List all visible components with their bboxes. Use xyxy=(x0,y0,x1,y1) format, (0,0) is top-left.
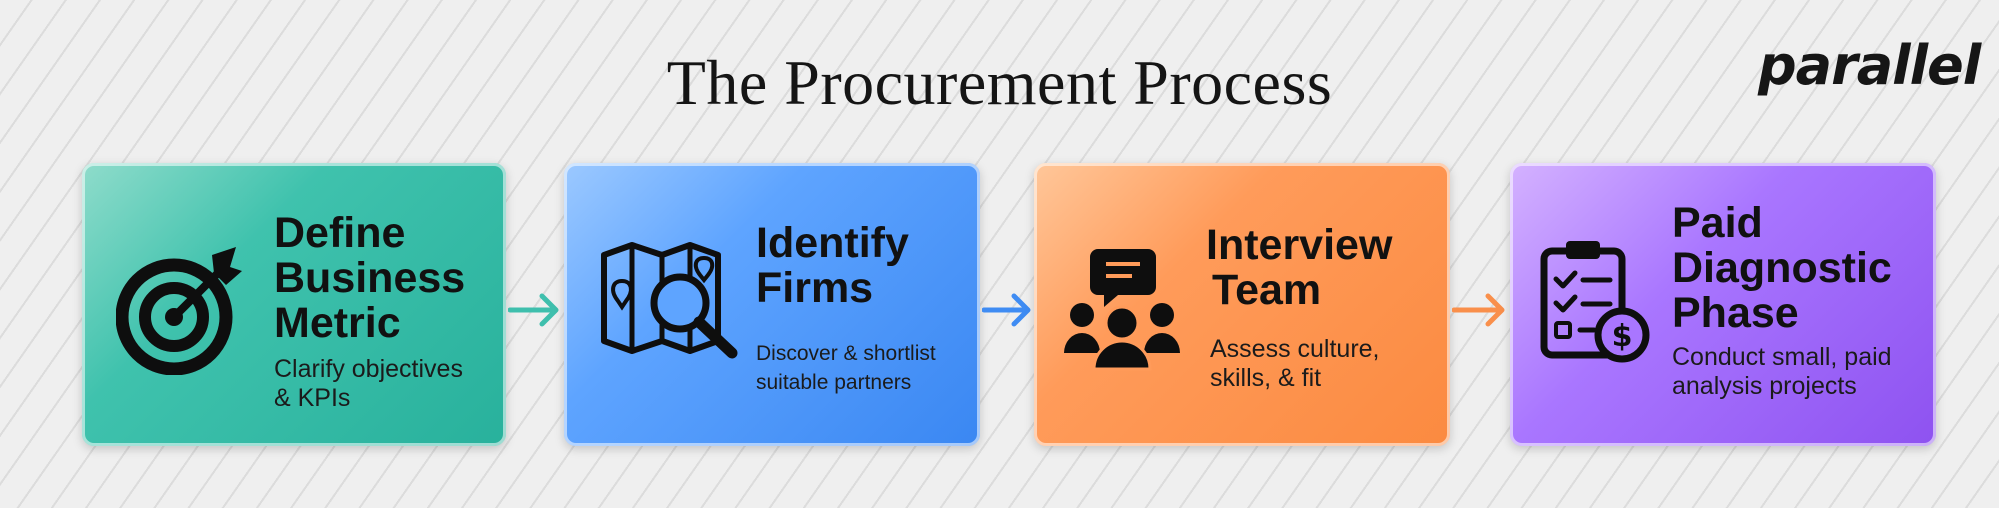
target-icon xyxy=(116,247,242,375)
team-chat-icon xyxy=(1064,249,1180,371)
svg-text:$: $ xyxy=(1612,319,1633,354)
brand-logo: parallel xyxy=(1758,34,1981,97)
arrow-right-icon xyxy=(1452,293,1505,327)
map-search-icon xyxy=(601,242,738,359)
arrow-right-icon xyxy=(982,293,1031,327)
arrow-right-icon xyxy=(508,293,559,327)
step-description: Assess culture,skills, & fit xyxy=(1210,335,1380,392)
step-description: Clarify objectives& KPIs xyxy=(274,355,463,412)
page-title: The Procurement Process xyxy=(666,47,1333,118)
checklist-dollar-icon: $ xyxy=(1540,241,1650,363)
